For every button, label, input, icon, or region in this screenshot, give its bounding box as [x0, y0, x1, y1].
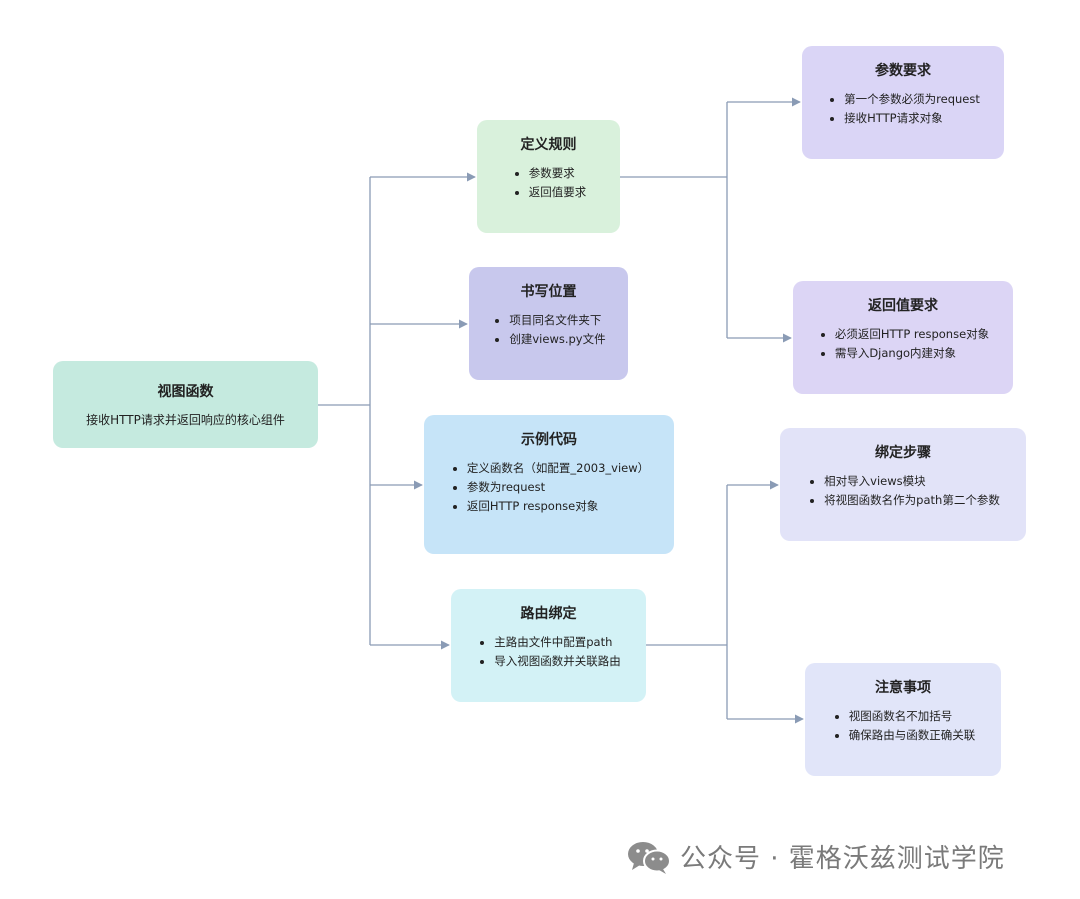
detail-notes: 注意事项 视图函数名不加括号 确保路由与函数正确关联 [805, 663, 1001, 776]
list-item: 定义函数名（如配置_2003_view） [449, 459, 649, 478]
branch-items: 主路由文件中配置path 导入视图函数并关联路由 [476, 633, 621, 671]
list-item: 相对导入views模块 [806, 472, 1000, 491]
branch-title: 定义规则 [520, 137, 577, 153]
detail-items: 视图函数名不加括号 确保路由与函数正确关联 [831, 707, 976, 745]
detail-items: 第一个参数必须为request 接收HTTP请求对象 [826, 90, 980, 128]
list-item: 主路由文件中配置path [476, 633, 621, 652]
list-item: 确保路由与函数正确关联 [831, 726, 975, 745]
list-item: 创建views.py文件 [491, 330, 606, 349]
branch-items: 定义函数名（如配置_2003_view） 参数为request 返回HTTP r… [449, 459, 649, 516]
branch-example-code: 示例代码 定义函数名（如配置_2003_view） 参数为request 返回H… [424, 415, 674, 554]
root-title: 视图函数 [157, 384, 214, 400]
branch-routing: 路由绑定 主路由文件中配置path 导入视图函数并关联路由 [451, 589, 646, 702]
list-item: 返回HTTP response对象 [449, 497, 649, 516]
list-item: 将视图函数名作为path第二个参数 [806, 491, 1000, 510]
detail-title: 绑定步骤 [875, 445, 931, 461]
detail-title: 返回值要求 [868, 298, 938, 314]
list-item: 需导入Django内建对象 [817, 344, 989, 363]
list-item: 参数为request [449, 478, 649, 497]
branch-title: 路由绑定 [520, 606, 577, 622]
branch-title: 示例代码 [521, 432, 577, 448]
list-item: 项目同名文件夹下 [491, 311, 605, 330]
detail-items: 必须返回HTTP response对象 需导入Django内建对象 [817, 325, 989, 363]
branch-items: 参数要求 返回值要求 [511, 164, 587, 202]
list-item: 视图函数名不加括号 [831, 707, 976, 726]
list-item: 第一个参数必须为request [826, 90, 980, 109]
root-subtitle: 接收HTTP请求并返回响应的核心组件 [86, 413, 285, 427]
root-node: 视图函数 接收HTTP请求并返回响应的核心组件 [53, 361, 318, 448]
watermark: 公众号 · 霍格沃兹测试学院 [626, 838, 1005, 875]
branch-location: 书写位置 项目同名文件夹下 创建views.py文件 [469, 267, 628, 380]
list-item: 参数要求 [511, 164, 587, 183]
detail-binding-steps: 绑定步骤 相对导入views模块 将视图函数名作为path第二个参数 [780, 428, 1026, 541]
detail-items: 相对导入views模块 将视图函数名作为path第二个参数 [806, 472, 1000, 510]
branch-title: 书写位置 [520, 284, 577, 300]
wechat-icon [628, 841, 671, 874]
list-item: 返回值要求 [511, 183, 586, 202]
detail-title: 参数要求 [875, 63, 931, 79]
detail-return-requirements: 返回值要求 必须返回HTTP response对象 需导入Django内建对象 [793, 281, 1013, 394]
detail-param-requirements: 参数要求 第一个参数必须为request 接收HTTP请求对象 [802, 46, 1004, 159]
branch-define-rules: 定义规则 参数要求 返回值要求 [477, 120, 620, 233]
list-item: 接收HTTP请求对象 [826, 109, 980, 128]
list-item: 导入视图函数并关联路由 [476, 652, 621, 671]
detail-title: 注意事项 [875, 680, 931, 696]
list-item: 必须返回HTTP response对象 [817, 325, 989, 344]
watermark-text: 公众号 · 霍格沃兹测试学院 [680, 844, 1005, 874]
branch-items: 项目同名文件夹下 创建views.py文件 [491, 311, 606, 349]
